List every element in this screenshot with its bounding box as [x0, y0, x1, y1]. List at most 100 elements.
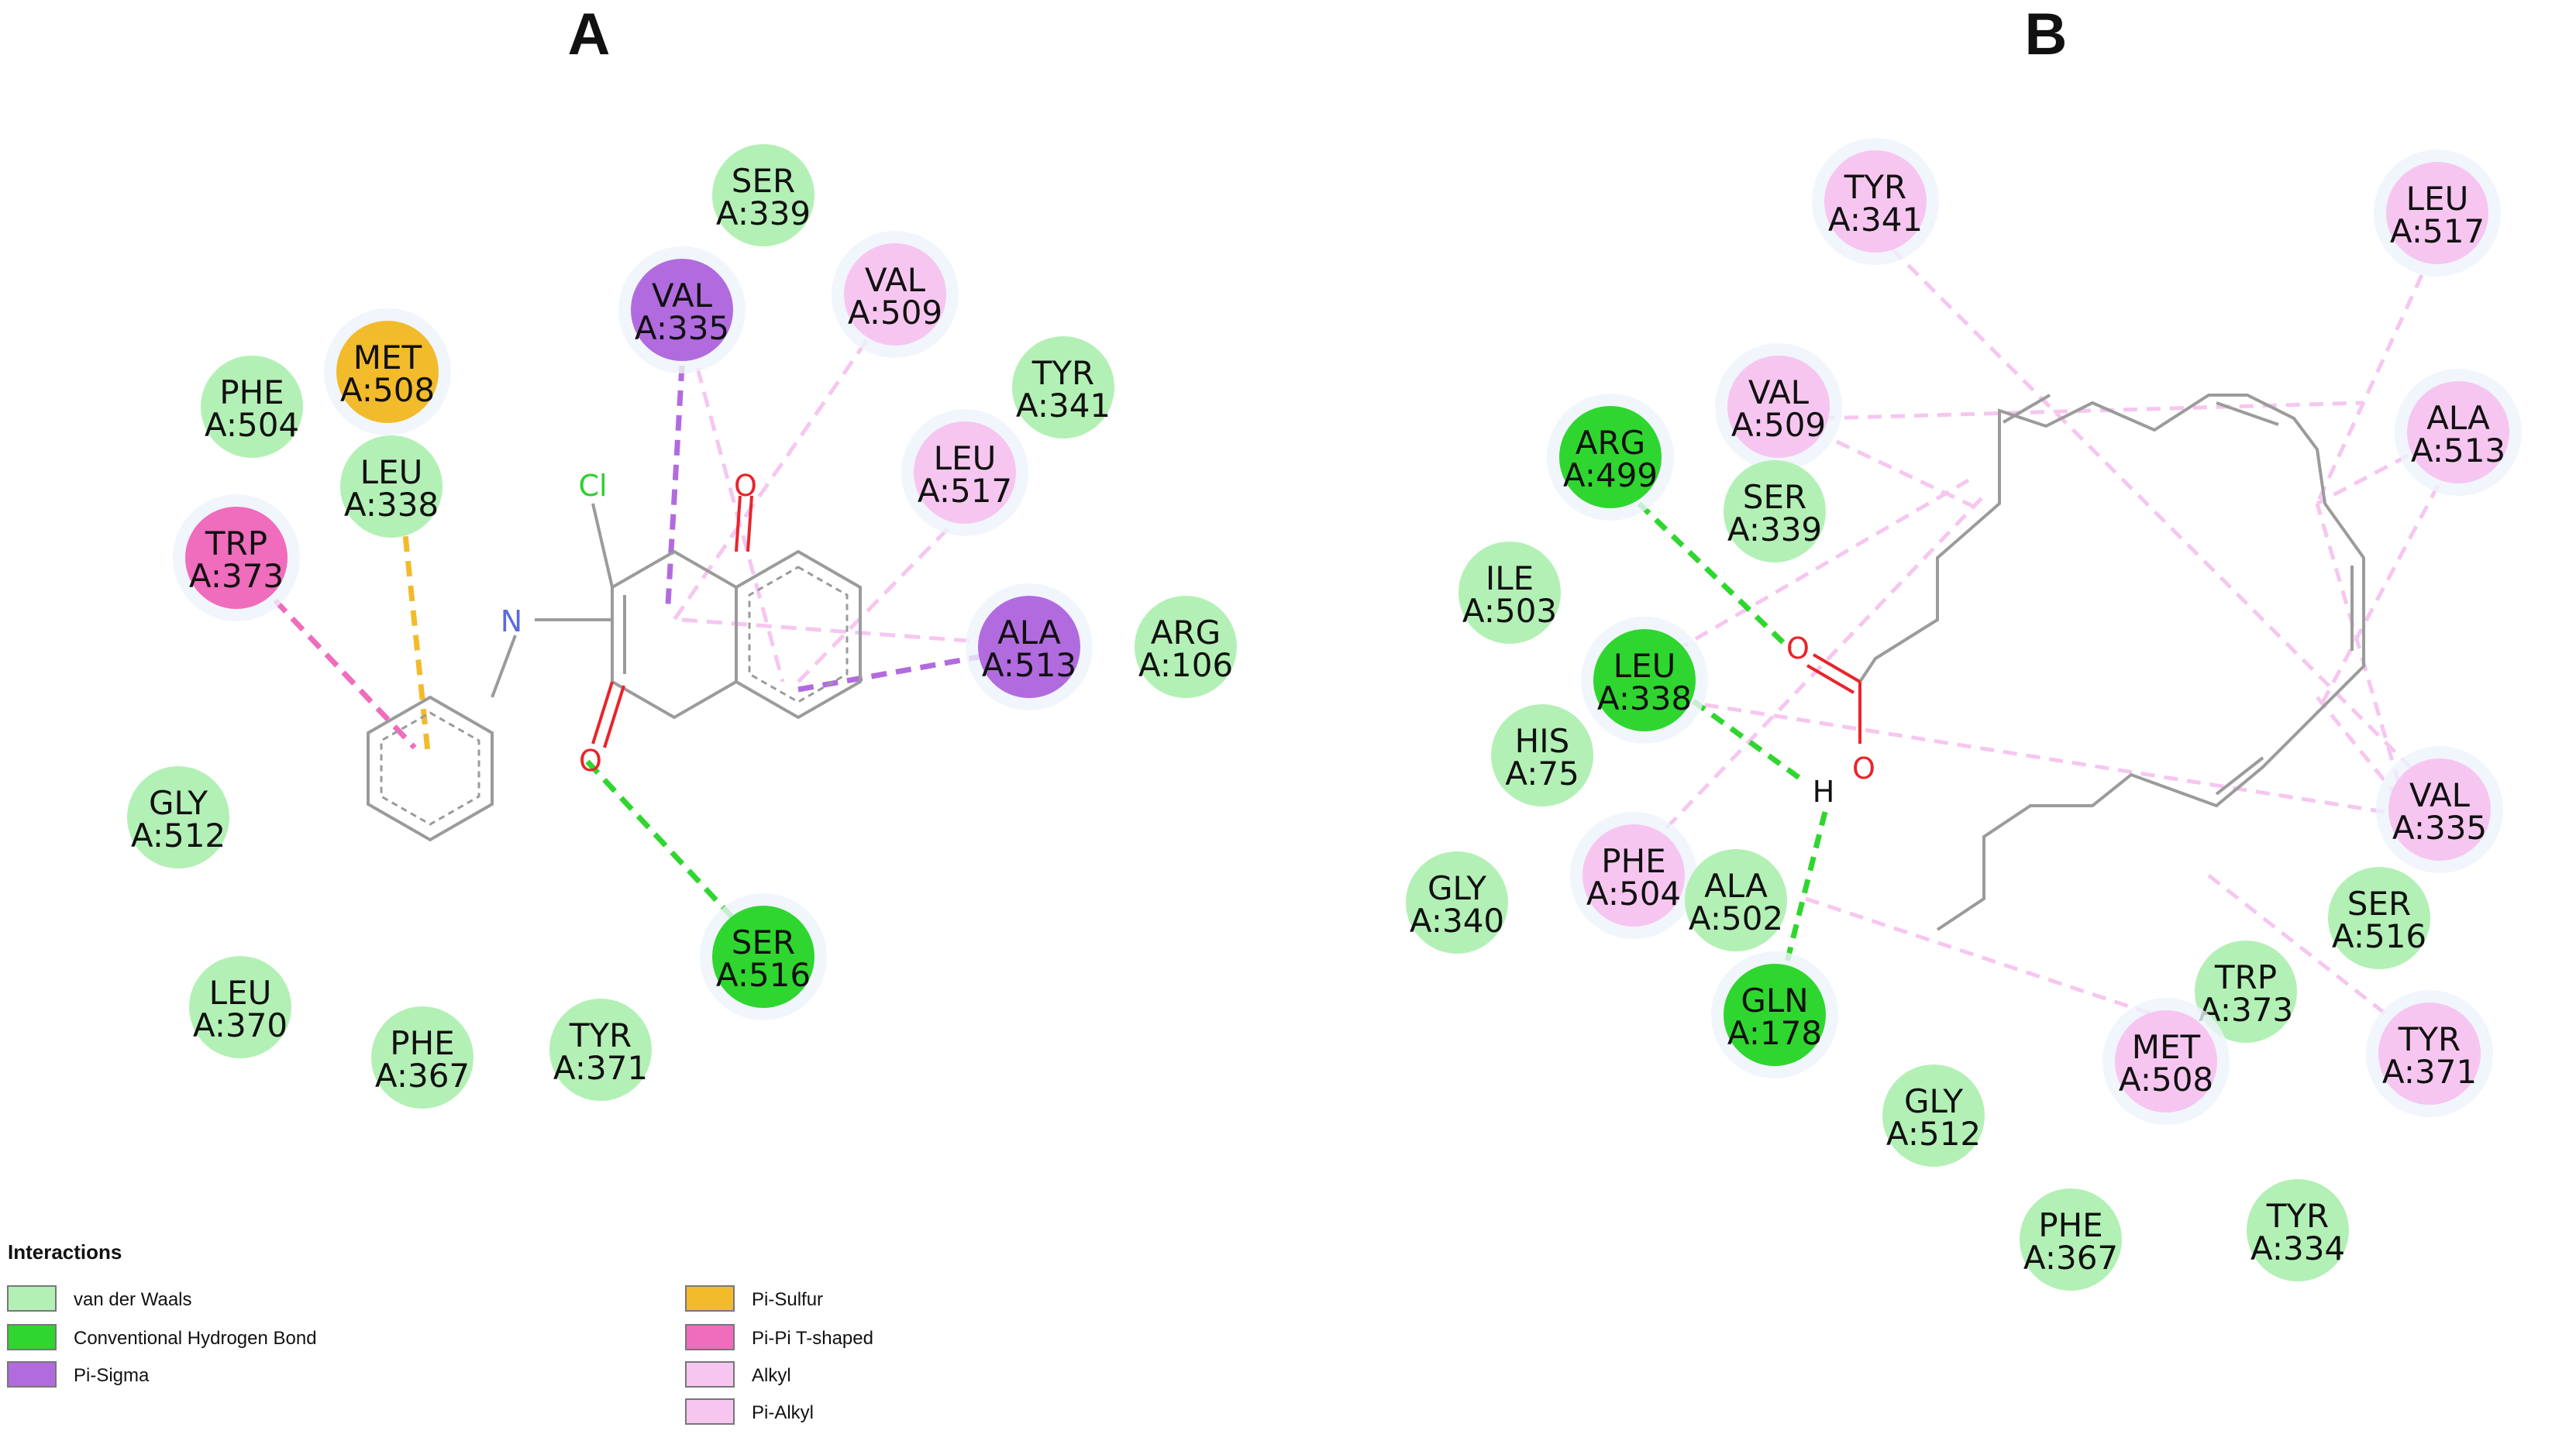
legend-label: Pi-Sigma	[74, 1365, 150, 1386]
panel-a-label: A	[568, 2, 611, 67]
residue-circle	[2247, 1179, 2349, 1281]
legend-swatch	[7, 1285, 57, 1312]
residue-name: LEU	[934, 439, 997, 477]
atom-n: N	[501, 604, 522, 638]
residue-circle	[914, 421, 1016, 524]
residue-name: MET	[2132, 1028, 2201, 1066]
residue-circle	[340, 435, 443, 538]
residue-name: PHE	[2038, 1206, 2102, 1244]
a-bond-cl	[591, 503, 614, 588]
legend-label: Pi-Pi T-shaped	[752, 1328, 873, 1349]
residue-number: A:503	[1462, 592, 1557, 630]
residue-number: A:499	[1563, 456, 1658, 494]
residue-name: GLN	[1741, 982, 1808, 1020]
residue-number: A:371	[2382, 1053, 2477, 1091]
residue-name: ALA	[997, 614, 1061, 652]
residue-name: ARG	[1576, 424, 1645, 462]
residue-number: A:341	[1016, 387, 1111, 425]
residue-name: PHE	[219, 373, 284, 411]
legend-swatch	[685, 1285, 735, 1312]
b-alkyl-phe504-b	[1634, 478, 1970, 676]
legend-item-alkyl: Alkyl	[685, 1361, 791, 1388]
residue-circle	[549, 999, 652, 1101]
residue-name: SER	[1743, 478, 1806, 516]
residue-circle	[185, 507, 288, 609]
residue-name: PHE	[1601, 842, 1665, 880]
b-alkyl-val509-a	[1820, 401, 2364, 421]
b-chain-main	[1858, 394, 2365, 931]
legend-label: van der Waals	[74, 1289, 192, 1310]
ligand-a	[367, 495, 862, 842]
atom-o-b1: O	[1786, 631, 1810, 665]
residue-name: SER	[732, 923, 795, 961]
residue-number: A:106	[1138, 646, 1233, 684]
a-bond-co-top	[735, 495, 742, 552]
legend-label: Alkyl	[752, 1365, 791, 1386]
residue-name: LEU	[209, 974, 272, 1012]
residue-name: VAL	[652, 277, 713, 315]
b-co-1	[1812, 653, 1861, 683]
residue-circle	[371, 1006, 474, 1109]
legend-swatch	[685, 1361, 735, 1388]
residue-number: A:339	[1727, 511, 1822, 549]
residue-circle	[2388, 758, 2491, 861]
legend-item-pi-alkyl: Pi-Alkyl	[685, 1398, 814, 1425]
residue-number: A:512	[131, 817, 226, 855]
a-pisigma-val335	[665, 365, 685, 605]
b-alkyl-val335-a	[2315, 503, 2401, 783]
residue-name: TRP	[205, 524, 267, 562]
residue-circle	[1685, 849, 1787, 951]
a-alkyl-val509	[672, 339, 869, 621]
residue-circle	[1458, 542, 1561, 644]
residue-circle	[978, 596, 1080, 698]
residue-name: TYR	[569, 1016, 632, 1054]
residue-number: A:338	[344, 486, 439, 524]
residue-name: TYR	[1031, 354, 1095, 392]
residue-circle	[1135, 596, 1237, 698]
atom-o-a2: O	[579, 744, 602, 778]
b-co-2	[1806, 664, 1855, 694]
a-benzo-ring	[735, 549, 862, 720]
residue-circle	[1882, 1064, 1985, 1167]
ligand-b	[1806, 394, 2365, 931]
residue-circle	[1593, 629, 1696, 731]
residue-name: TYR	[1844, 168, 1907, 206]
residue-circle	[1559, 406, 1662, 508]
residue-number: A:509	[848, 294, 942, 332]
residue-number: A:340	[1410, 902, 1504, 940]
legend-item-vdw: van der Waals	[7, 1285, 192, 1312]
legend-swatch	[7, 1361, 57, 1388]
residue-number: A:75	[1505, 755, 1579, 793]
residue-name: TYR	[2398, 1020, 2461, 1058]
residue-name: LEU	[360, 453, 423, 491]
legend-label: Pi-Sulfur	[752, 1289, 823, 1310]
atom-h: H	[1813, 775, 1835, 809]
legend-swatch	[685, 1398, 735, 1425]
residue-number: A:517	[918, 472, 1012, 510]
residue-number: A:508	[2119, 1061, 2213, 1099]
a-phenyl-ring	[367, 695, 494, 842]
residue-circle	[1727, 356, 1830, 458]
a-pipi-trp373	[273, 598, 417, 750]
b-hbond-arg499	[1637, 501, 1793, 652]
residue-number: A:335	[2392, 809, 2487, 847]
residue-circle	[189, 956, 291, 1058]
residue-number: A:338	[1597, 679, 1692, 717]
residue-circle	[631, 259, 733, 361]
residue-number: A:373	[189, 557, 284, 595]
b-hbond-gln178	[1779, 811, 1828, 981]
